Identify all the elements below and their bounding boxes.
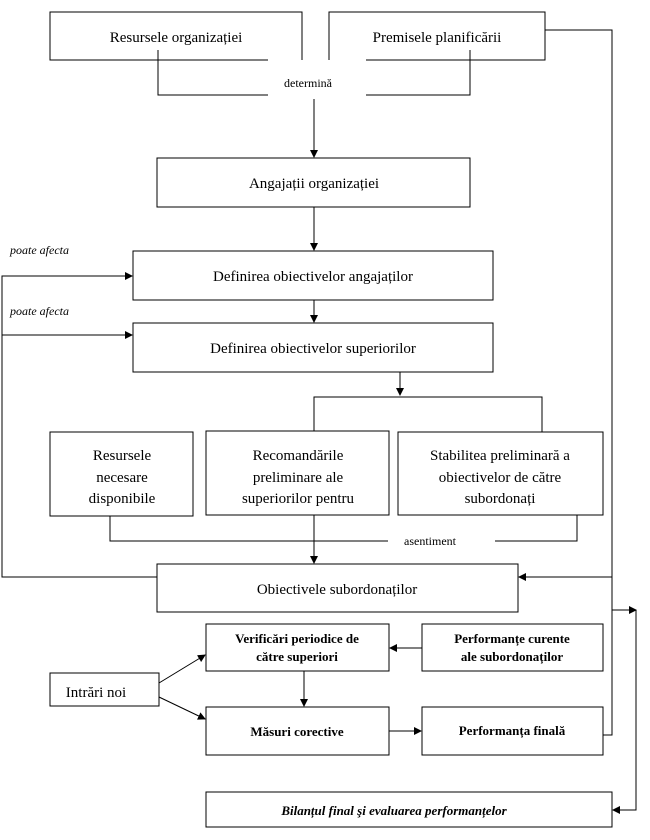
box-premisele-planificarii: Premisele planificării	[328, 11, 546, 61]
box-recomandarile: Recomandările preliminare ale superioril…	[205, 430, 390, 516]
svg-text:Verificări periodice de: Verificări periodice de	[235, 631, 359, 646]
svg-text:obiectivelor de către: obiectivelor de către	[439, 470, 562, 486]
box-obiectivele-subordonatilor: Obiectivele subordonaților	[156, 563, 519, 613]
svg-text:Resursele organizației: Resursele organizației	[110, 30, 243, 46]
box-definirea-obiectivelor-superiorilor: Definirea obiectivelor superiorilor	[132, 322, 494, 373]
arrow	[158, 696, 206, 720]
svg-text:Recomandările: Recomandările	[253, 448, 344, 464]
svg-text:Premisele planificării: Premisele planificării	[373, 30, 502, 46]
svg-text:Obiectivele subordonaților: Obiectivele subordonaților	[257, 582, 417, 598]
arrow	[612, 610, 637, 814]
box-stabilirea: Stabilitea preliminară a obiectivelor de…	[397, 431, 604, 516]
box-intrari-noi: Intrări noi	[49, 672, 160, 707]
bracket	[313, 396, 543, 432]
feedback-line-right	[545, 29, 613, 736]
svg-text:Măsuri corective: Măsuri corective	[250, 724, 343, 739]
box-masuri-corective: Măsuri corective	[205, 706, 390, 756]
label-poate-afecta-2: poate afecta	[9, 304, 69, 318]
svg-text:superiorilor pentru: superiorilor pentru	[242, 491, 355, 507]
label-determina: determină	[284, 76, 333, 90]
box-resurse-necesare: Resursele necesare disponibile	[49, 431, 194, 517]
box-angajatii: Angajații organizației	[156, 157, 471, 208]
box-resurse-organizatiei: Resursele organizației	[49, 11, 303, 61]
box-performanta-finala: Performanța finală	[421, 706, 604, 756]
feedback-line	[1, 272, 157, 578]
svg-text:disponibile: disponibile	[89, 491, 156, 507]
label-asentiment: asentiment	[404, 534, 457, 548]
svg-text:Definirea obiectivelor superio: Definirea obiectivelor superiorilor	[210, 341, 416, 357]
svg-text:Performanța finală: Performanța finală	[459, 723, 566, 739]
svg-text:Performanțe curente: Performanțe curente	[454, 631, 570, 647]
svg-text:Intrări noi: Intrări noi	[66, 685, 126, 701]
svg-text:Definirea obiectivelor angajaț: Definirea obiectivelor angajaților	[213, 269, 413, 285]
svg-text:Bilanțul final şi evaluarea pe: Bilanțul final şi evaluarea performanțel…	[280, 803, 507, 819]
arrow	[158, 654, 206, 684]
box-performante-curente: Performanțe curente ale subordonaților	[421, 623, 604, 672]
svg-text:subordonați: subordonați	[465, 491, 536, 507]
bracket-asentiment	[109, 515, 578, 542]
svg-text:către superiori: către superiori	[256, 649, 338, 664]
box-definirea-obiectivelor-angajatilor: Definirea obiectivelor angajaților	[132, 250, 494, 301]
label-poate-afecta-1: poate afecta	[9, 243, 69, 257]
box-bilant-final: Bilanțul final şi evaluarea performanțel…	[205, 791, 613, 828]
svg-text:Angajații organizației: Angajații organizației	[249, 176, 379, 192]
svg-text:necesare: necesare	[96, 470, 148, 486]
svg-text:Stabilitea preliminară a: Stabilitea preliminară a	[430, 448, 570, 464]
svg-text:preliminare ale: preliminare ale	[253, 470, 344, 486]
svg-text:Resursele: Resursele	[93, 448, 152, 464]
svg-text:ale subordonaților: ale subordonaților	[461, 649, 563, 665]
bracket-determina	[157, 50, 471, 96]
box-verificari: Verificări periodice de către superiori	[205, 623, 390, 672]
